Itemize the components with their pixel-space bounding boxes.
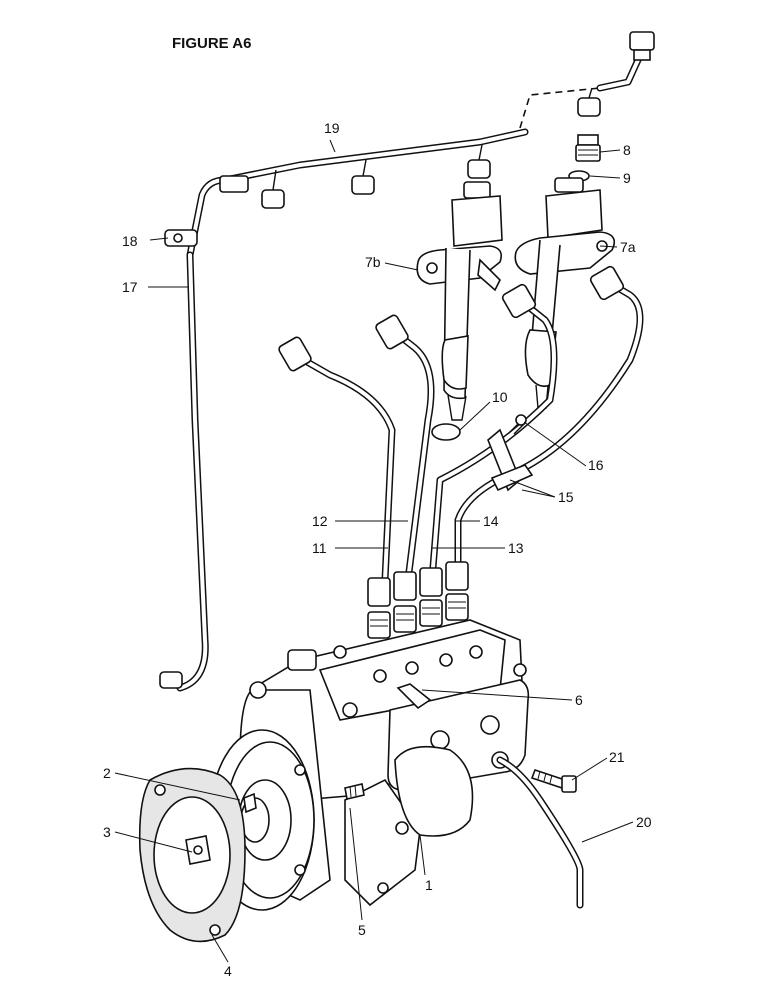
drive-plate (185, 835, 211, 865)
banjo-bolt-21 (530, 768, 577, 793)
callout-7a: 7a (620, 239, 636, 255)
hp-pipe-14 (454, 265, 644, 579)
callout-3: 3 (103, 824, 111, 840)
callout-11: 11 (312, 540, 327, 556)
callout-2: 2 (103, 765, 111, 781)
callout-9: 9 (623, 170, 631, 186)
mounting-stud (344, 783, 365, 800)
callout-14: 14 (483, 513, 499, 529)
callout-12: 12 (312, 513, 328, 529)
callout-13: 13 (508, 540, 524, 556)
delivery-valve-nuts (367, 561, 469, 639)
callout-1: 1 (425, 877, 433, 893)
injector-7a (514, 177, 616, 409)
rail-drop-fittings (219, 87, 601, 209)
callout-17: 17 (122, 279, 138, 295)
figure-title: FIGURE A6 (172, 35, 251, 52)
callout-4: 4 (224, 963, 232, 979)
callout-10: 10 (492, 389, 508, 405)
top-union-fitting (629, 31, 655, 61)
banjo-bolt (575, 134, 601, 162)
callout-7b: 7b (365, 254, 381, 270)
callout-15: 15 (558, 489, 574, 505)
callout-19: 19 (324, 120, 340, 136)
leader-lines (114, 139, 634, 963)
injector-7b (416, 181, 503, 421)
callout-21: 21 (609, 749, 625, 765)
callout-labels: 19 18 17 7b 7a 8 9 10 16 15 12 14 11 13 … (103, 120, 652, 979)
bottom-union-fitting (159, 671, 183, 689)
callout-18: 18 (122, 233, 138, 249)
callout-16: 16 (588, 457, 604, 473)
fuel-return-pipe (496, 756, 584, 909)
clamp-screw (509, 414, 527, 435)
hp-pipe-12 (375, 314, 435, 584)
hp-pipe-11 (278, 336, 396, 584)
hp-pipe-13 (428, 283, 558, 584)
callout-6: 6 (575, 692, 583, 708)
callout-5: 5 (358, 922, 366, 938)
woodruff-key (243, 792, 257, 814)
leak-off-pipe-assembly (159, 31, 655, 692)
callout-20: 20 (636, 814, 652, 830)
callout-8: 8 (623, 142, 631, 158)
injector-seat-washer (431, 423, 461, 441)
pipe-clamp (487, 428, 534, 492)
pipe-clip (164, 229, 198, 247)
